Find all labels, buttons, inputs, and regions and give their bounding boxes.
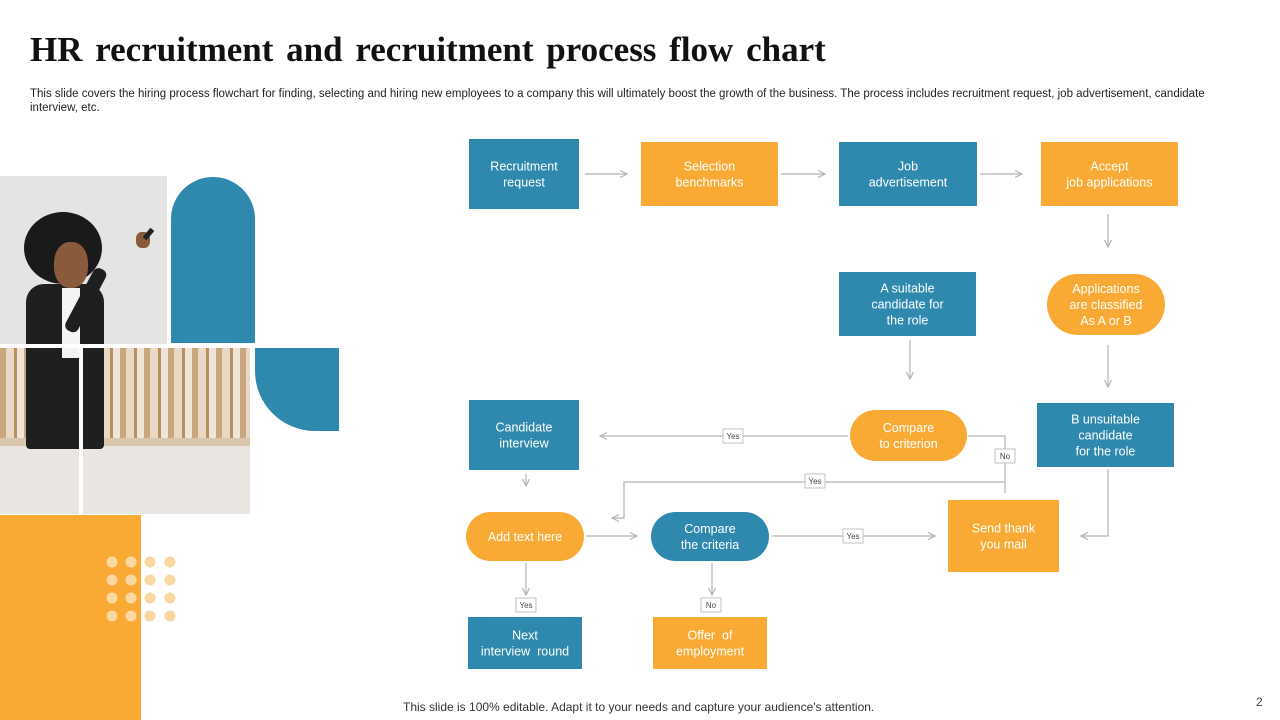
node-label-line: are classified (1070, 298, 1143, 312)
flow-node-recruitment-request: Recruitment request (469, 139, 579, 209)
node-label-line: the role (887, 314, 929, 328)
flow-node-selection-benchmarks: Selection benchmarks (641, 142, 778, 206)
edge-label-yes: Yes (515, 597, 537, 613)
edge-label-text: Yes (726, 432, 739, 441)
flow-node-accept-job-applications: Accept job applications (1041, 142, 1178, 206)
node-label-line: Accept (1090, 160, 1129, 174)
edge-label-yes: Yes (804, 473, 826, 489)
flow-nodes: Recruitment request Selection benchmarks Job… (466, 139, 1178, 669)
node-label-line: interview (499, 437, 549, 451)
flow-node-send-thank-you-mail: Send thank you mail (948, 500, 1059, 572)
decorative-orange-block (0, 515, 141, 720)
node-label-line: B unsuitable (1071, 413, 1140, 427)
rounded-node-shape (850, 410, 967, 461)
edge-label-text: Yes (808, 477, 821, 486)
box-node-shape (468, 617, 582, 669)
photo-divider-h (0, 344, 250, 348)
flow-node-compare-to-criterion: Compare to criterion (850, 410, 967, 461)
node-label-line: benchmarks (675, 176, 743, 190)
box-node-shape (641, 142, 778, 206)
box-node-shape (469, 139, 579, 209)
flow-node-suitable-candidate: A suitable candidate for the role (839, 272, 976, 336)
node-label-line: you mail (980, 538, 1027, 552)
node-label-line: Applications (1072, 282, 1139, 296)
node-label-line: Candidate (496, 421, 553, 435)
edge-label-yes: Yes (842, 528, 864, 544)
node-label-line: Next (512, 629, 538, 643)
slide-title: HR recruitment and recruitment process f… (30, 30, 826, 69)
box-node-shape (653, 617, 767, 669)
edge-label-box (515, 597, 537, 613)
edge-label-box (994, 448, 1016, 464)
node-label-line: Recruitment (490, 160, 558, 174)
flow-node-b-unsuitable-candidate: B unsuitable candidate for the role (1037, 403, 1174, 467)
node-label-line: A suitable (880, 282, 934, 296)
decorative-dot-grid (106, 556, 176, 622)
rounded-node-shape (1047, 274, 1165, 335)
flow-node-compare-the-criteria: Compare the criteria (651, 512, 769, 561)
photo-divider-v (79, 348, 83, 514)
edge-label-box (842, 528, 864, 544)
node-label-line: Job (898, 160, 918, 174)
box-node-shape (839, 142, 977, 206)
rounded-node-shape (466, 512, 584, 561)
flow-node-offer-of-employment: Offer of employment (653, 617, 767, 669)
node-label-line: interview round (481, 645, 569, 659)
node-label-line: advertisement (869, 176, 948, 190)
node-label-line: Compare (684, 522, 735, 536)
node-label-line: Offer of (688, 629, 733, 643)
box-node-shape (948, 500, 1059, 572)
edge-label-no: No (994, 448, 1016, 464)
edge-label-box (804, 473, 826, 489)
node-label-line: job applications (1065, 176, 1152, 190)
decorative-teal-arch (171, 177, 255, 343)
edge-label-text: Yes (846, 532, 859, 541)
node-label-line: for the role (1076, 445, 1136, 459)
flow-node-next-interview-round: Next interview round (468, 617, 582, 669)
marble-desk (0, 446, 250, 514)
flow-node-candidate-interview: Candidate interview (469, 400, 579, 470)
node-label-line: candidate (1078, 429, 1132, 443)
flow-node-add-text-here: Add text here (466, 512, 584, 561)
box-node-shape (839, 272, 976, 336)
slide-footer: This slide is 100% editable. Adapt it to… (403, 700, 875, 714)
edge-label-box (722, 428, 744, 444)
box-node-shape (469, 400, 579, 470)
flow-node-applications-classified: Applications are classified As A or B (1047, 274, 1165, 335)
slide-subtitle: This slide covers the hiring process flo… (30, 88, 1205, 114)
flow-node-job-advertisement: Job advertisement (839, 142, 977, 206)
box-node-shape (1037, 403, 1174, 467)
node-label-line: the criteria (681, 538, 739, 552)
node-label-line: Selection (684, 160, 735, 174)
edge-label-yes: Yes (722, 428, 744, 444)
box-node-shape (1041, 142, 1178, 206)
node-label-line: request (503, 176, 545, 190)
flow-connector-arrow (968, 435, 1006, 493)
node-label-line: Compare (883, 421, 934, 435)
edge-label-text: No (1000, 452, 1011, 461)
node-label-line: Send thank (972, 522, 1036, 536)
node-label-line: employment (676, 645, 745, 659)
person-face (54, 242, 88, 288)
rounded-node-shape (651, 512, 769, 561)
edge-label-text: No (706, 601, 717, 610)
edge-label-text: Yes (519, 601, 532, 610)
edge-label-no: No (700, 597, 722, 613)
page-number: 2 (1256, 695, 1263, 709)
node-label-line: candidate for (871, 298, 943, 312)
node-label-line: As A or B (1080, 314, 1131, 328)
node-label-line: to criterion (879, 437, 937, 451)
flow-connector-arrow (1081, 469, 1109, 536)
node-label-line: Add text here (488, 530, 562, 544)
photo-divider-v2 (167, 176, 171, 348)
edge-label-box (700, 597, 722, 613)
